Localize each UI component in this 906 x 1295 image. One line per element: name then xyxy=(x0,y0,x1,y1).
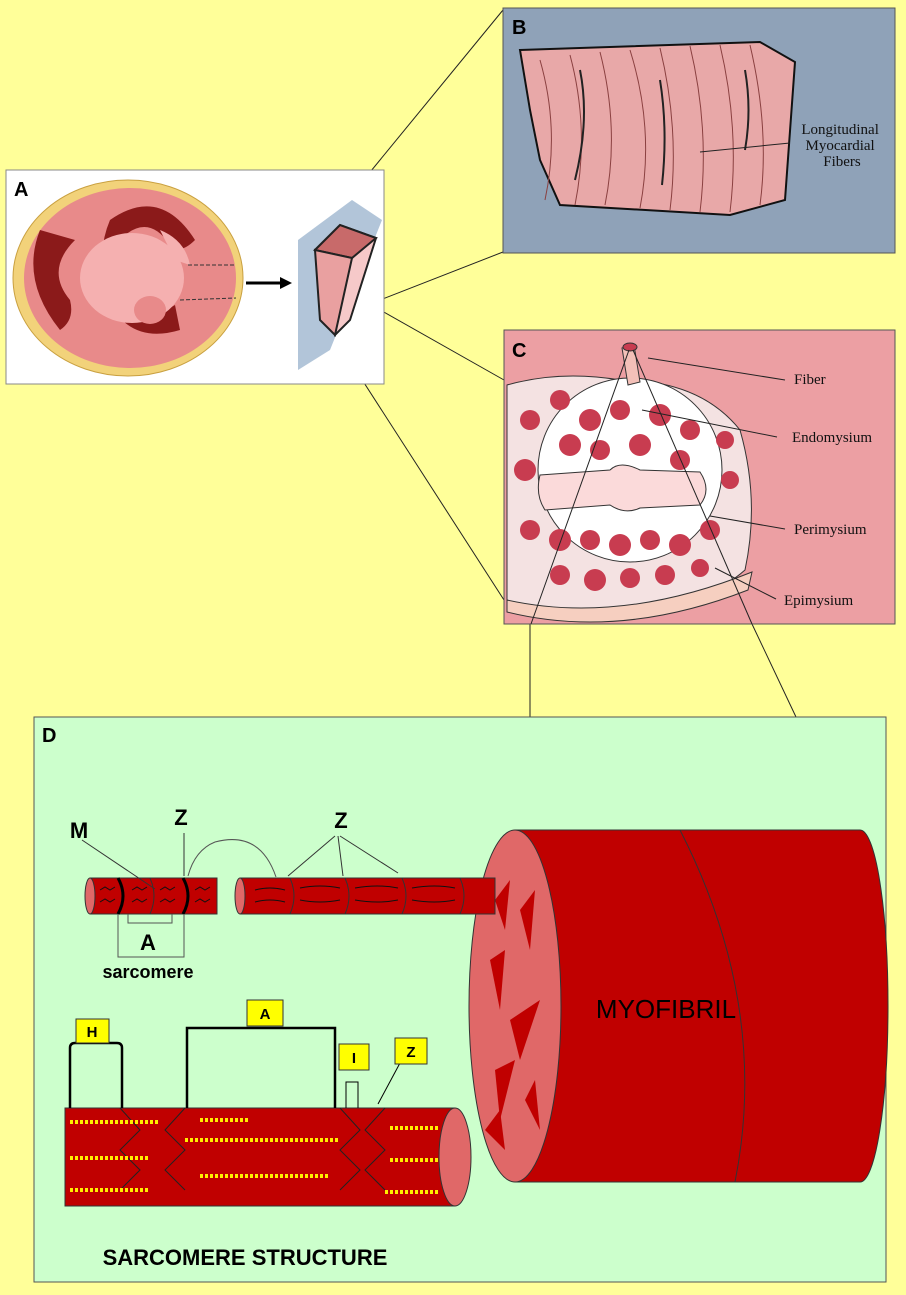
sarcomere-cylinder xyxy=(64,1107,472,1207)
a-band-label: A xyxy=(140,930,156,955)
myofibril-label: MYOFIBRIL xyxy=(596,994,736,1024)
annotation-pointers xyxy=(641,357,786,600)
longitudinal-fibers-drawing xyxy=(518,40,797,217)
fibers-pointer xyxy=(699,142,791,153)
panel-c: C xyxy=(503,329,896,625)
z-disc-label: Z xyxy=(174,805,187,830)
panel-b: B Longitudinal Myocardial Fibers xyxy=(502,7,896,254)
h-zone-box: H xyxy=(75,1018,110,1044)
fiber-label: Fiber xyxy=(794,372,826,388)
panel-b-label: B xyxy=(512,17,526,39)
i-band-box: I xyxy=(338,1043,370,1071)
z-discs-label: Z xyxy=(334,808,347,833)
panel-c-label: C xyxy=(512,340,526,362)
panel-d-label: D xyxy=(42,725,56,747)
z-pointers xyxy=(81,833,399,890)
panel-d: D MYOFIBRIL xyxy=(33,716,889,1283)
panel-a: A xyxy=(5,169,385,385)
zoom-arc-arrow xyxy=(187,839,277,878)
z-line-box: Z xyxy=(394,1037,428,1065)
myofibril-cylinder xyxy=(468,829,889,1183)
fiber-segment-long xyxy=(234,877,496,915)
a-band-box: A xyxy=(246,999,284,1027)
fiber-segment-short xyxy=(84,877,218,958)
i-band-label: I xyxy=(352,1050,356,1067)
z-line-label: Z xyxy=(406,1044,415,1061)
muscle-cross-section xyxy=(506,342,753,625)
endomysium-label: Endomysium xyxy=(792,430,872,446)
tissue-block xyxy=(298,200,382,370)
perimysium-label: Perimysium xyxy=(794,522,867,538)
band-brackets xyxy=(68,1026,401,1108)
longitudinal-fibers-label: Longitudinal Myocardial Fibers xyxy=(801,122,882,170)
right-arrow-icon xyxy=(246,277,292,289)
h-zone-label: H xyxy=(87,1024,98,1041)
heart-cross-section xyxy=(12,179,244,377)
panel-a-label: A xyxy=(14,179,28,201)
sarcomere-structure-title: SARCOMERE STRUCTURE xyxy=(103,1245,388,1270)
a-band-box-label: A xyxy=(260,1006,271,1023)
m-line-label: M xyxy=(70,818,88,843)
epimysium-label: Epimysium xyxy=(784,593,854,609)
sarcomere-label: sarcomere xyxy=(102,962,193,982)
